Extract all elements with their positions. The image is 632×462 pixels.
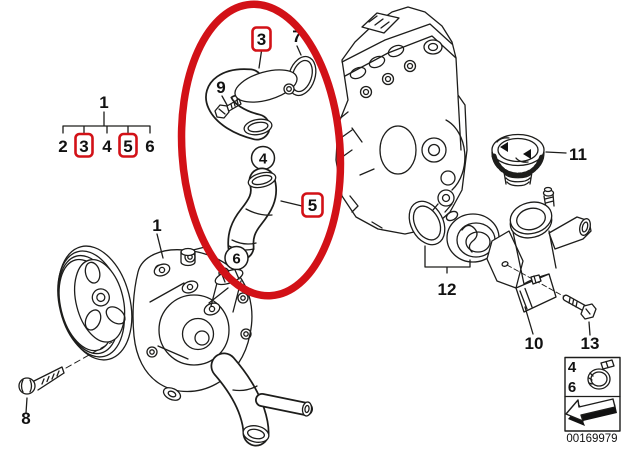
callout-6-label[interactable]: 6 <box>232 251 240 268</box>
highlight-box-5 <box>301 192 324 218</box>
image-number: 00169979 <box>566 433 617 445</box>
callout-3-label[interactable]: 3 <box>257 30 266 49</box>
callout-5-label[interactable]: 5 <box>308 196 317 215</box>
cap-symbol-icon <box>500 142 508 152</box>
highlighted-hose-assembly: 7 9 4 6 <box>205 27 317 313</box>
water-pump-illustration: 1 8 <box>18 216 313 447</box>
legend-ref-4-label: 4 <box>568 359 577 376</box>
hose-illustration <box>227 167 278 261</box>
housing-bolt-illustration <box>562 294 597 320</box>
tree-item-2-label[interactable]: 2 <box>58 137 67 156</box>
red-highlight-ellipse <box>177 0 345 300</box>
tree-root-label[interactable]: 1 <box>99 93 108 112</box>
legend-ref-6-label: 6 <box>568 379 576 396</box>
callout-10-label[interactable]: 10 <box>525 334 544 353</box>
elbow-connector-illustration <box>205 68 298 141</box>
pump-pulley <box>57 245 133 361</box>
tree-highlight-box-5 <box>118 132 138 158</box>
tree-item-3-label[interactable]: 3 <box>79 137 88 156</box>
parts-tree: 1 2 3 4 5 6 <box>58 93 155 158</box>
callout-11-label[interactable]: 11 <box>569 145 587 164</box>
pump-bolt-illustration <box>18 341 113 395</box>
callout-12-label[interactable]: 12 <box>438 280 457 299</box>
tree-item-4-label[interactable]: 4 <box>102 137 112 156</box>
direction-arrow-icon <box>565 398 617 426</box>
tree-highlight-box-3 <box>74 132 94 158</box>
thermostat-housing-group: 10 13 <box>486 186 600 353</box>
callout-9-label[interactable]: 9 <box>216 78 225 97</box>
callout-13-label[interactable]: 13 <box>581 334 600 353</box>
elbow-bolt-illustration <box>214 98 242 119</box>
tree-item-6-label[interactable]: 6 <box>145 137 154 156</box>
callout-4-label[interactable]: 4 <box>259 151 268 168</box>
tree-item-5-label[interactable]: 5 <box>123 137 132 156</box>
callout-8-label[interactable]: 8 <box>21 409 30 428</box>
thermostat-group: 12 <box>408 189 500 299</box>
callout-1-label[interactable]: 1 <box>152 216 161 235</box>
highlight-box-3 <box>251 26 272 52</box>
legend-box: 4 6 00169979 <box>564 356 621 445</box>
red-highlight: 3 5 <box>177 0 345 300</box>
hose-clamp-icon <box>587 359 615 390</box>
cap-assembly: 11 <box>491 133 587 187</box>
callout-7-label[interactable]: 7 <box>292 27 301 46</box>
engine-illustration <box>335 6 468 235</box>
